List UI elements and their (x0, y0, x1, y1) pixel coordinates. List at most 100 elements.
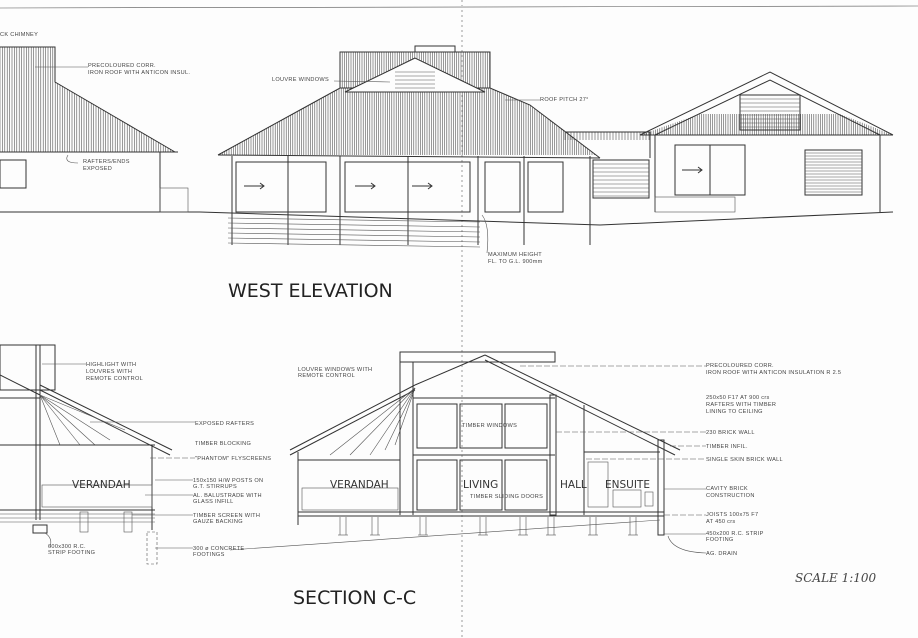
lantern-cap (414, 45, 456, 53)
note-strip-footing: FOOTING (706, 537, 734, 543)
note-balustrade: GLASS INFILL (193, 499, 234, 505)
note-timber-screen: TIMBER SCREEN WITH (193, 513, 260, 519)
note-timber-windows: TIMBER WINDOWS (462, 423, 517, 429)
note-roof: IRON ROOF WITH ANTICON INSULATION R 2.5 (706, 370, 841, 376)
ground-line (599, 211, 894, 226)
connector-louvres (593, 163, 649, 197)
west-elevation-title: WEST ELEVATION (228, 280, 393, 302)
room-label-hall: HALL (560, 479, 587, 491)
rafter (39, 394, 126, 431)
timber-window (416, 403, 458, 449)
main-roof (484, 359, 676, 456)
note-joists: AT 450 crs (706, 519, 736, 525)
toilet (644, 491, 654, 507)
verandah-window-2 (344, 161, 471, 213)
note-flyscreens: "PHANTOM" FLYSCREENS (195, 456, 271, 462)
note-rafters: RAFTERS WITH TIMBER (706, 402, 776, 408)
note-posts: 150x150 H/W POSTS ON (193, 478, 263, 484)
note-rafters: LINING TO CEILING (706, 409, 763, 415)
note-highlight: REMOTE CONTROL (86, 376, 143, 382)
deck-board (227, 242, 481, 248)
rafter (369, 387, 416, 456)
cavity-brick-wall (657, 439, 665, 536)
deck-joists (0, 513, 155, 523)
note-roof: IRON ROOF WITH ANTICON INSUL. (88, 70, 190, 76)
leader-line (66, 154, 79, 164)
balustrade (41, 484, 153, 508)
deck-board (227, 227, 481, 233)
sheet-edge (0, 5, 918, 9)
arrow-icon (355, 182, 376, 190)
room-label-ensuite: ENSUITE (605, 479, 650, 491)
right-gable-louvres (739, 94, 801, 131)
exposed-rafters (39, 394, 126, 446)
left-roof-outline (0, 46, 176, 153)
left-highlight-box (0, 344, 56, 391)
note-footings: 300 ø CONCRETE (193, 546, 244, 552)
section-notes: HIGHLIGHT WITH LOUVRES WITH REMOTE CONTR… (42, 362, 877, 609)
connector-roof (565, 131, 651, 158)
drawing-scale: SCALE 1:100 (795, 571, 877, 585)
arrow-icon (244, 182, 265, 190)
note-exposed-rafters: EXPOSED RAFTERS (195, 421, 254, 427)
rafter (39, 394, 81, 446)
left-roof (39, 384, 173, 451)
note-balustrade: AL. BALUSTRADE WITH (193, 493, 262, 499)
note-roof: PRECOLOURED CORR. (706, 363, 774, 369)
left-fence (159, 187, 189, 213)
right-gable-inner (654, 79, 881, 136)
note-highlight: HIGHLIGHT WITH (86, 362, 136, 368)
timber-window (459, 403, 503, 449)
rafter (39, 394, 96, 446)
note-rafters: EXPOSED (83, 166, 112, 172)
ensuite-door (587, 461, 609, 508)
west-elevation-notes: CK CHIMNEY PRECOLOURED CORR. IRON ROOF W… (0, 32, 589, 302)
rafter (349, 387, 416, 456)
note-strip-footing: STRIP FOOTING (48, 550, 95, 556)
roof-lantern (399, 351, 556, 363)
rafter (39, 394, 111, 441)
ground-line (229, 519, 661, 551)
note-timber-screen: GAUZE BACKING (193, 519, 243, 525)
rafter (39, 394, 61, 446)
left-rafter (0, 374, 41, 396)
leader-line (481, 214, 489, 254)
sliding-door (459, 459, 503, 511)
roller-door-slats (805, 152, 862, 193)
deck-board (227, 232, 481, 238)
note-joists: JOISTS 100x75 F7 (706, 512, 758, 518)
note-max-height: FL. TO G.L. 900mm (488, 259, 543, 265)
roller-door (804, 149, 863, 196)
verandah-window-3 (484, 161, 521, 213)
gable-louvres (344, 57, 486, 93)
note-cavity-brick: CAVITY BRICK (706, 486, 748, 492)
stump (123, 511, 133, 533)
stumps (338, 517, 638, 536)
note-sliding-doors: TIMBER SLIDING DOORS (470, 494, 543, 500)
stump (79, 511, 89, 533)
verandah-window-1 (235, 161, 327, 213)
deck-board (227, 237, 481, 243)
left-roof (39, 389, 171, 456)
upper-roof (414, 354, 486, 386)
room-label-verandah-left: VERANDAH (72, 479, 131, 491)
timber-window (504, 403, 548, 449)
exposed-rafters (329, 387, 416, 456)
sliding-door (416, 459, 458, 511)
verandah-deck (199, 211, 601, 226)
section-title: SECTION C-C (293, 587, 416, 609)
steps (654, 196, 736, 213)
right-gable-roof (639, 71, 894, 136)
note-roof-pitch: ROOF PITCH 27° (540, 97, 589, 103)
sliding-door (504, 459, 548, 511)
center-eave (217, 154, 601, 159)
verandah-roof (289, 384, 416, 451)
deck-board (227, 217, 481, 223)
note-rafters: 250x50 F17 AT 900 crs (706, 395, 770, 401)
left-window (0, 159, 27, 189)
room-label-living: LIVING (463, 479, 498, 491)
note-ag-drain: AG. DRAIN (706, 551, 737, 557)
note-cavity-brick: CONSTRUCTION (706, 493, 755, 499)
